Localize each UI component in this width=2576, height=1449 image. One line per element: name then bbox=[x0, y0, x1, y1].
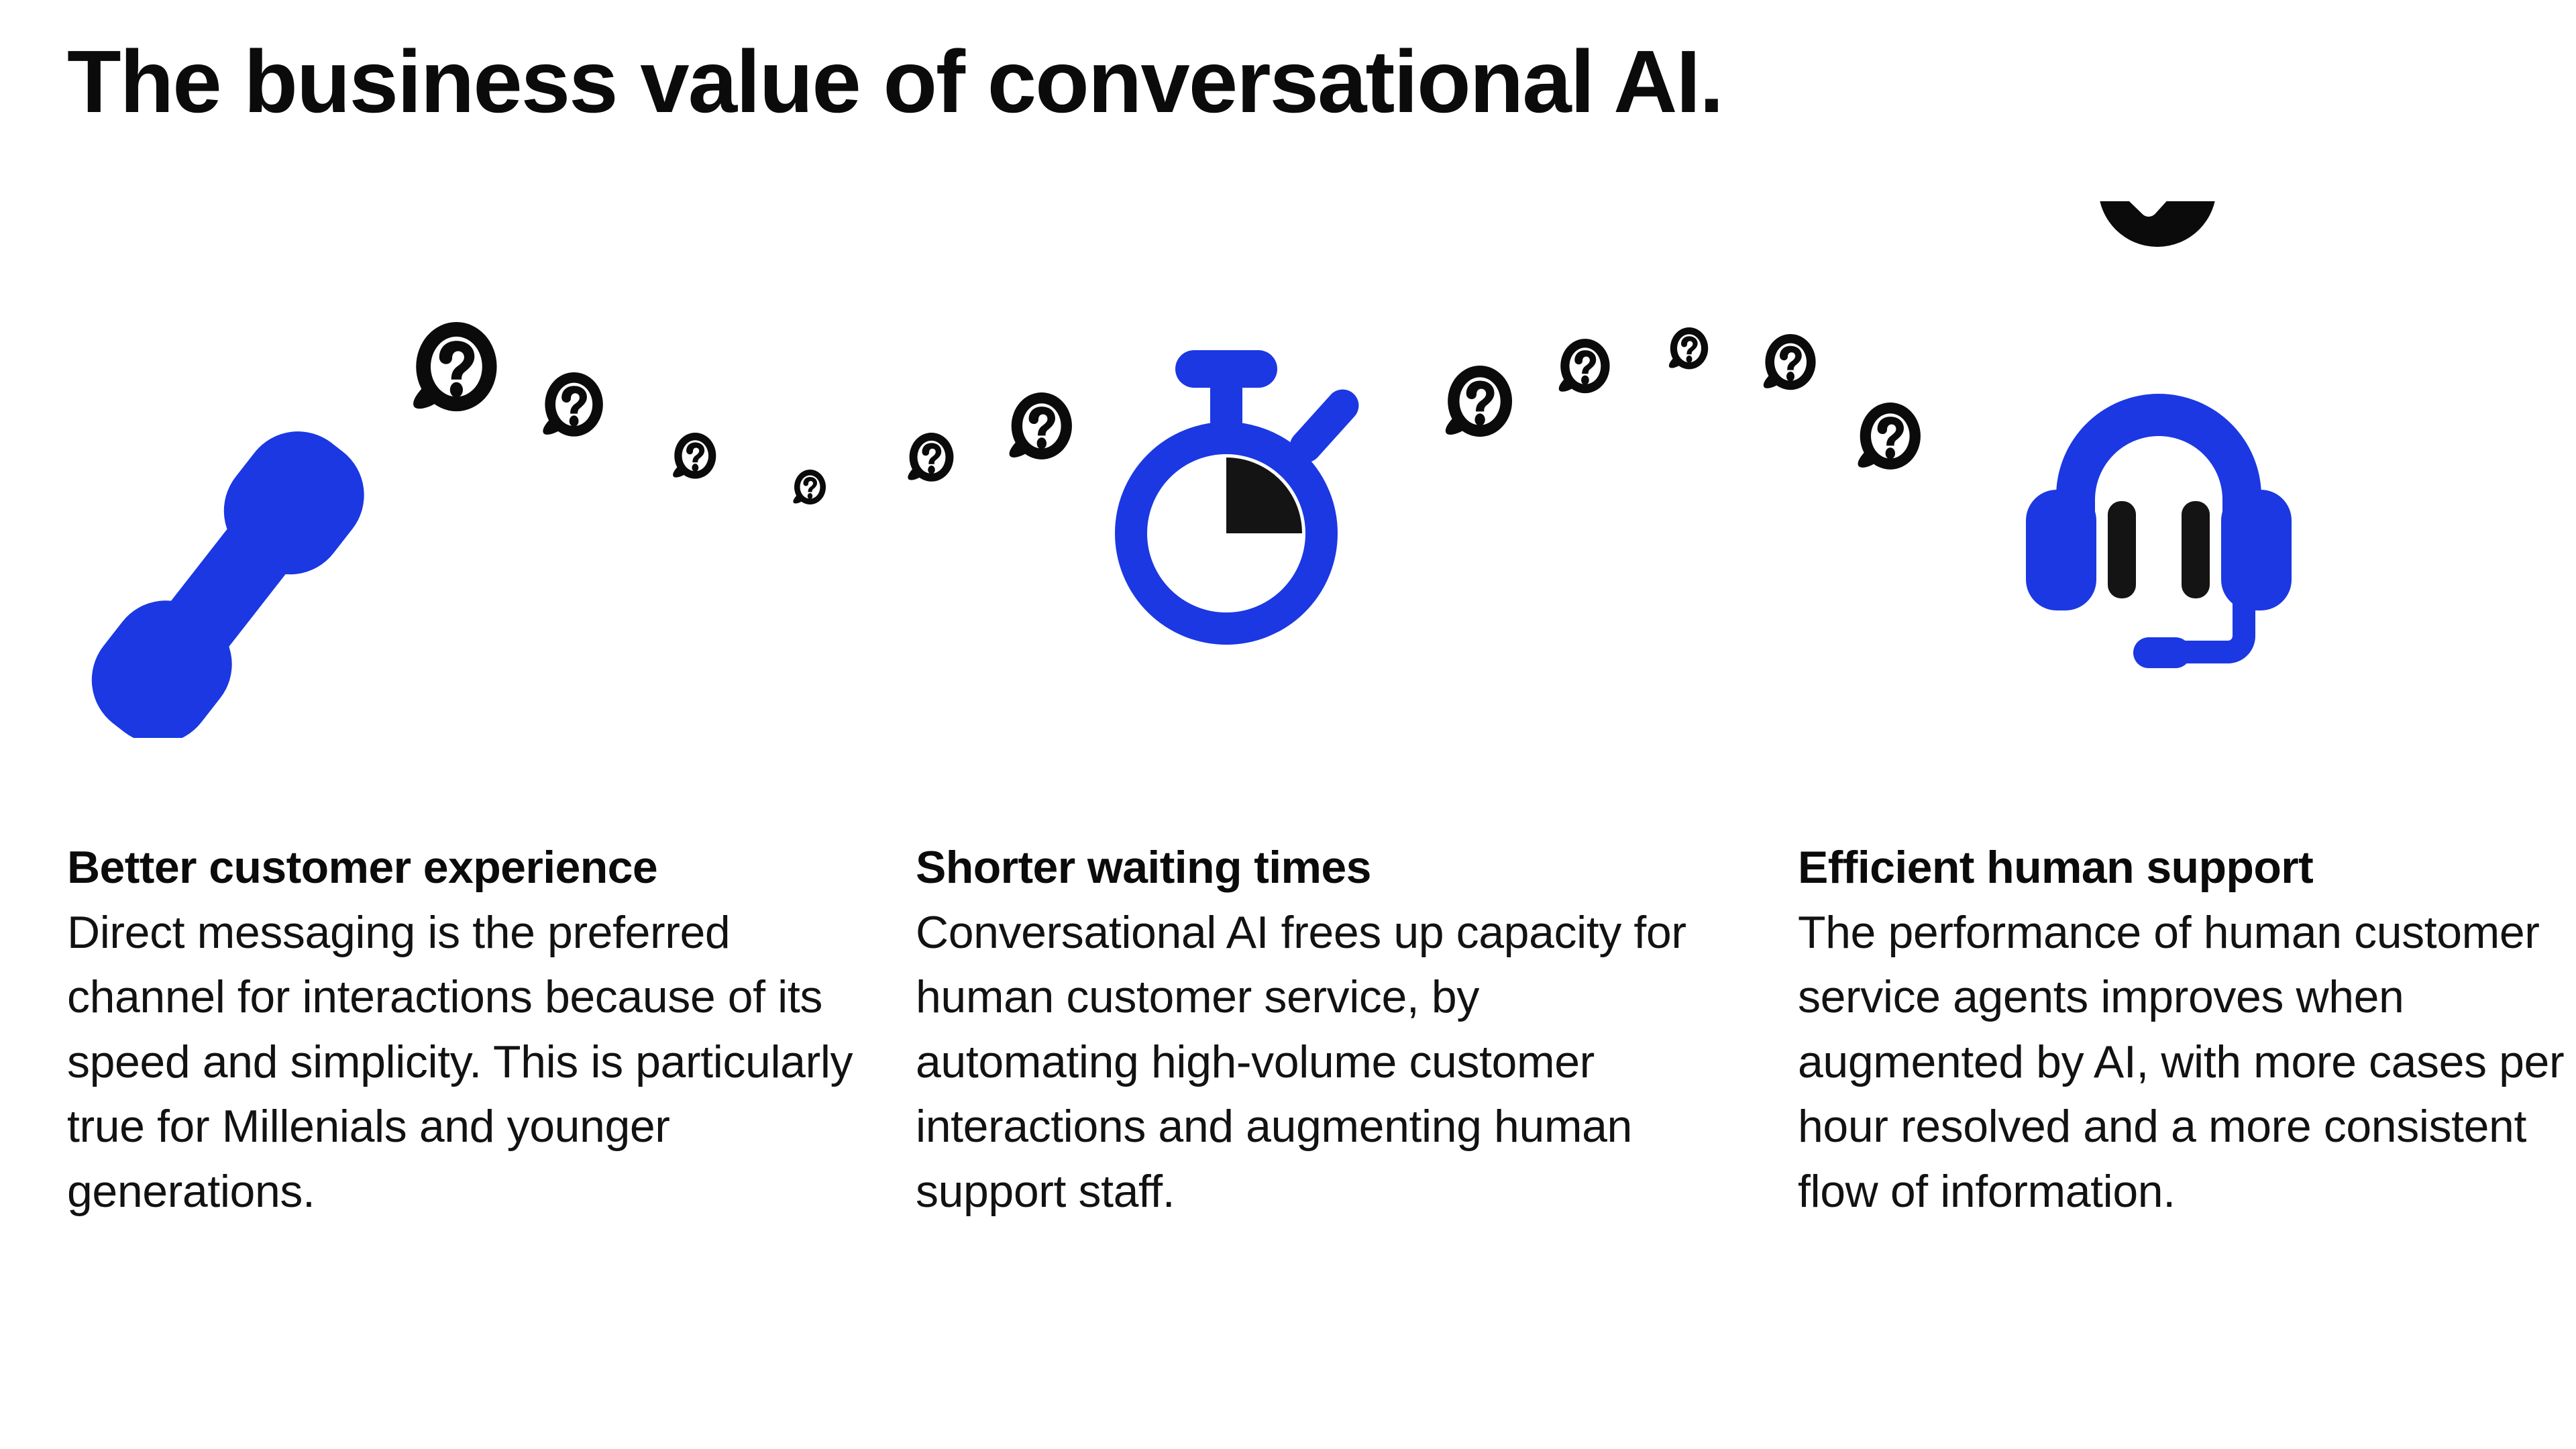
headset-icon bbox=[2026, 394, 2292, 668]
illustration-band bbox=[0, 201, 2576, 738]
column-heading: Better customer experience bbox=[67, 842, 658, 893]
speech-bubble bbox=[1763, 334, 1816, 390]
value-columns: Better customer experience Direct messag… bbox=[0, 835, 2576, 1372]
column-better-customer-experience: Better customer experience Direct messag… bbox=[67, 835, 859, 1224]
speech-bubble bbox=[793, 470, 826, 504]
conversational-ai-illustration bbox=[91, 201, 2292, 738]
speech-bubble bbox=[1009, 392, 1072, 460]
check-badge-icon bbox=[2100, 201, 2215, 247]
stopwatch-icon bbox=[1115, 350, 1359, 645]
speech-bubble-group-right bbox=[1445, 327, 1921, 470]
column-body: The performance of human customer servic… bbox=[1798, 906, 2565, 1217]
speech-bubble-group-left bbox=[413, 322, 1072, 504]
column-efficient-human-support: Efficient human support The performance … bbox=[1798, 835, 2576, 1224]
speech-bubble bbox=[1445, 366, 1513, 437]
column-heading: Efficient human support bbox=[1798, 842, 2314, 893]
phone-handset-icon bbox=[91, 431, 364, 738]
column-heading: Shorter waiting times bbox=[916, 842, 1371, 893]
speech-bubble bbox=[413, 322, 497, 412]
speech-bubble bbox=[543, 372, 603, 437]
page-title: The business value of conversational AI. bbox=[67, 32, 1724, 131]
speech-bubble bbox=[908, 433, 954, 482]
speech-bubble bbox=[1668, 327, 1709, 370]
speech-bubble bbox=[673, 433, 716, 479]
speech-bubble bbox=[1558, 339, 1610, 394]
speech-bubble bbox=[1858, 402, 1921, 470]
column-body: Conversational AI frees up capacity for … bbox=[916, 906, 1686, 1217]
column-body: Direct messaging is the preferred channe… bbox=[67, 906, 853, 1217]
column-shorter-waiting-times: Shorter waiting times Conversational AI … bbox=[916, 835, 1707, 1224]
